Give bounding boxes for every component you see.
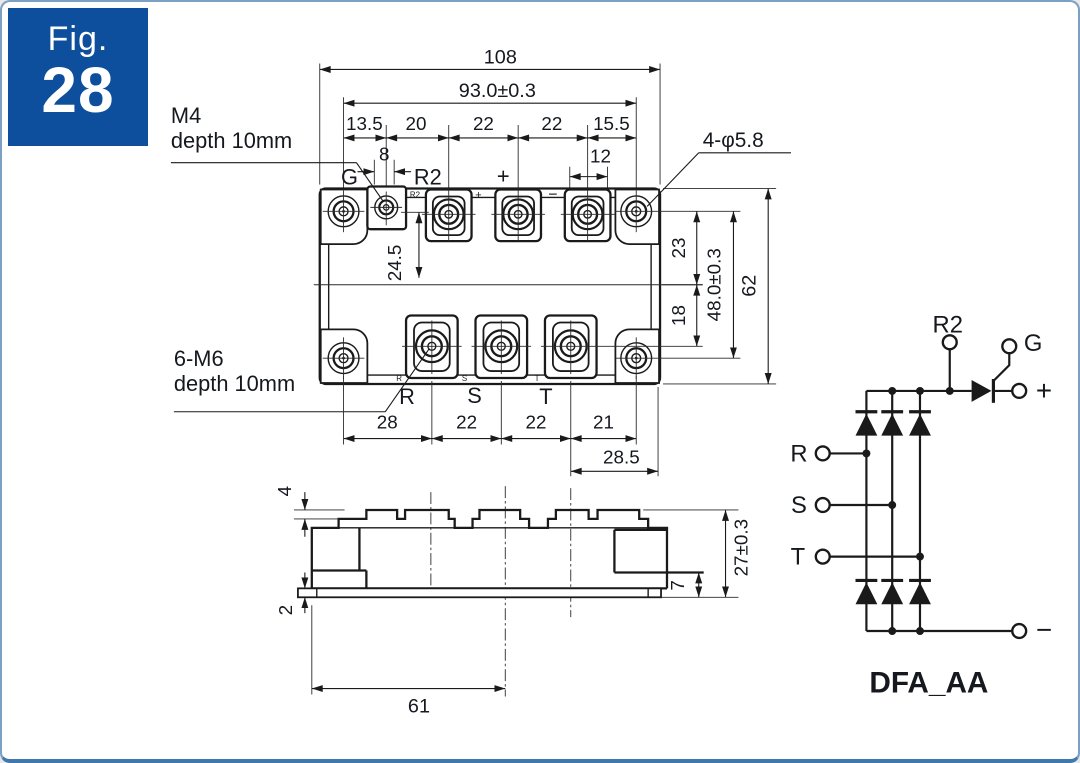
dim-20: 20 xyxy=(405,113,426,134)
dim-22-top-b: 22 xyxy=(541,113,562,134)
label-s: S xyxy=(467,383,482,408)
figure-label: Fig. xyxy=(47,20,109,58)
callout-m6-line1: 6-M6 xyxy=(174,346,224,371)
dim-22-top-a: 22 xyxy=(473,113,494,134)
dim-12: 12 xyxy=(590,146,611,167)
dim-overall-width: 108 xyxy=(484,47,517,69)
mark-minus: − xyxy=(548,186,557,203)
circuit-terminal-plus xyxy=(1011,382,1028,400)
terminal-r2 xyxy=(420,188,477,243)
terminal-plus xyxy=(490,188,547,243)
terminal-s xyxy=(470,314,533,380)
callout-m4-line2: depth 10mm xyxy=(171,128,292,153)
mark-r2: R2 xyxy=(410,190,420,199)
dim-24-5: 24.5 xyxy=(384,245,405,282)
circuit-diagram: R2 + G R S T xyxy=(790,311,1052,699)
dim-18: 18 xyxy=(668,305,689,326)
label-r2: R2 xyxy=(414,165,442,190)
module-top-view: 108 93.0±0.3 13.5 20 22 22 15.5 8 12 xyxy=(171,47,792,477)
diode-lower-1 xyxy=(853,578,879,606)
circuit-terminal-t xyxy=(814,548,831,565)
circuit-terminal-r2 xyxy=(941,334,958,351)
dim-22-bottom-b: 22 xyxy=(526,412,547,433)
module-side-view: 4 2 7 27±0.3 61 xyxy=(274,486,751,717)
callout-m4-line1: M4 xyxy=(171,103,201,128)
circuit-terminal-g xyxy=(1001,338,1018,355)
circuit-label-plus: + xyxy=(1036,375,1052,406)
terminal-r xyxy=(400,314,463,380)
dim-hole-span-height: 48.0±0.3 xyxy=(704,248,725,321)
circuit-part-name: DFA_AA xyxy=(869,667,988,700)
label-g: G xyxy=(341,165,358,190)
scr-symbol xyxy=(971,380,992,402)
dim-8: 8 xyxy=(379,144,389,165)
mark-r: R xyxy=(396,374,402,383)
figure-badge: Fig. 28 xyxy=(8,8,148,146)
terminal-minus xyxy=(559,188,616,243)
circuit-terminal-s xyxy=(814,496,831,514)
label-plus: + xyxy=(497,164,510,189)
dim-overall-height: 62 xyxy=(738,275,760,297)
callout-mounting-holes: 4-φ5.8 xyxy=(703,129,764,152)
circuit-label-minus: − xyxy=(1036,614,1052,645)
diode-lower-3 xyxy=(907,578,933,606)
mark-plus: + xyxy=(475,189,481,201)
diode-upper-2 xyxy=(879,410,905,438)
diode-upper-1 xyxy=(853,410,879,438)
dim-hole-span-width: 93.0±0.3 xyxy=(459,80,536,102)
circuit-label-t: T xyxy=(791,544,806,571)
circuit-terminal-minus xyxy=(1011,622,1028,640)
diode-lower-2 xyxy=(879,578,905,606)
dim-27: 27±0.3 xyxy=(730,519,751,576)
terminal-t xyxy=(539,314,602,380)
dim-21: 21 xyxy=(593,412,614,433)
dim-4: 4 xyxy=(274,486,295,496)
dim-13-5: 13.5 xyxy=(346,113,383,134)
dim-28-5: 28.5 xyxy=(603,446,640,467)
dim-15-5: 15.5 xyxy=(593,113,630,134)
diode-upper-3 xyxy=(907,410,933,438)
mark-s: S xyxy=(462,374,467,383)
circuit-label-r: R xyxy=(790,440,807,467)
dim-23: 23 xyxy=(668,238,689,259)
dim-7: 7 xyxy=(667,580,688,590)
figure-number: 28 xyxy=(41,54,115,126)
callout-m6-line2: depth 10mm xyxy=(174,371,295,396)
label-t: T xyxy=(539,384,552,409)
mark-t: T xyxy=(535,374,540,383)
circuit-label-g: G xyxy=(1024,330,1043,357)
dim-22-bottom-a: 22 xyxy=(456,412,477,433)
label-r: R xyxy=(399,384,415,409)
dim-2: 2 xyxy=(275,605,296,615)
dim-61: 61 xyxy=(408,695,430,717)
dim-28: 28 xyxy=(377,412,398,433)
circuit-terminal-r xyxy=(814,445,831,462)
circuit-label-r2: R2 xyxy=(933,311,963,338)
circuit-label-s: S xyxy=(791,492,807,519)
